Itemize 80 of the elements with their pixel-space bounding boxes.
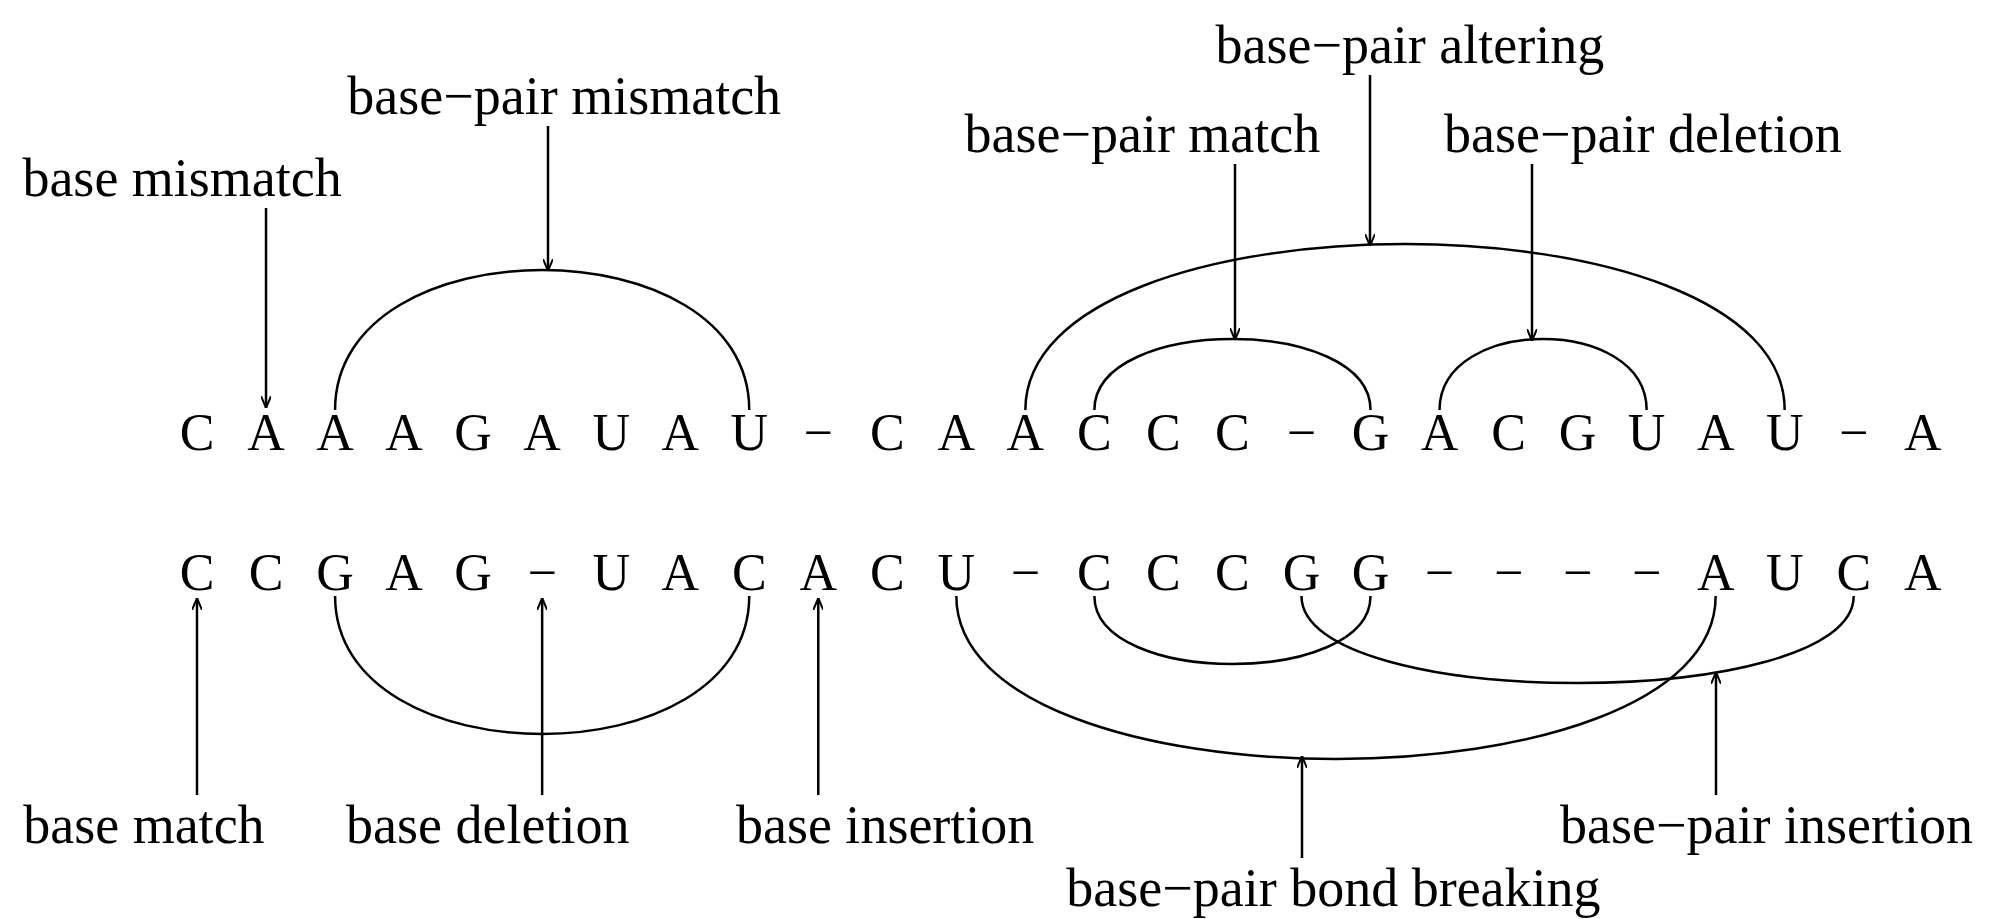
nucleotide-letter: C bbox=[1204, 550, 1261, 596]
arrow bbox=[191, 597, 203, 795]
base-pair-arc bbox=[333, 595, 751, 736]
arrow bbox=[812, 597, 825, 795]
nucleotide-letter: G bbox=[1342, 410, 1399, 456]
nucleotide-letter: C bbox=[1204, 410, 1261, 456]
nucleotide-letter: A bbox=[514, 410, 571, 456]
nucleotide-letter: A bbox=[1894, 410, 1951, 456]
nucleotide-letter: C bbox=[1480, 410, 1537, 456]
nucleotide-letter: A bbox=[1687, 410, 1744, 456]
nucleotide-letter: G bbox=[1549, 410, 1606, 456]
annotation-label: base mismatch bbox=[22, 150, 342, 206]
nucleotide-letter: C bbox=[859, 410, 916, 456]
nucleotide-letter: C bbox=[721, 550, 778, 596]
nucleotide-letter: G bbox=[445, 550, 502, 596]
arrow bbox=[1296, 755, 1308, 858]
nucleotide-letter: G bbox=[1273, 550, 1330, 596]
nucleotide-letter: − bbox=[1273, 410, 1330, 456]
nucleotide-letter: − bbox=[1549, 550, 1606, 596]
nucleotide-letter: U bbox=[1756, 410, 1813, 456]
nucleotide-letter: C bbox=[1825, 550, 1882, 596]
nucleotide-letter: U bbox=[1756, 550, 1813, 596]
nucleotide-letter: C bbox=[169, 410, 225, 456]
annotation-label: base−pair deletion bbox=[1444, 106, 1842, 162]
nucleotide-letter: − bbox=[1825, 410, 1882, 456]
arrow bbox=[1710, 671, 1722, 795]
annotation-label: base match bbox=[23, 797, 265, 853]
base-pair-arc bbox=[1093, 595, 1372, 666]
arrow bbox=[1229, 164, 1241, 341]
base-pair-arc bbox=[1300, 595, 1855, 685]
arrow bbox=[536, 597, 549, 795]
nucleotide-letter: A bbox=[652, 550, 709, 596]
nucleotide-letter: A bbox=[1411, 410, 1468, 456]
arrow bbox=[1526, 164, 1538, 342]
nucleotide-letter: G bbox=[1342, 550, 1399, 596]
nucleotide-letter: C bbox=[1135, 410, 1192, 456]
nucleotide-letter: C bbox=[169, 550, 225, 596]
annotation-label: base−pair match bbox=[964, 106, 1321, 162]
annotation-label: base−pair bond breaking bbox=[1066, 860, 1601, 916]
nucleotide-letter: U bbox=[928, 550, 985, 596]
arrow bbox=[260, 208, 273, 409]
nucleotide-letter: − bbox=[997, 550, 1054, 596]
annotation-label: base deletion bbox=[346, 797, 630, 853]
arrow bbox=[1364, 75, 1376, 247]
nucleotide-letter: C bbox=[1066, 410, 1123, 456]
base-pair-arc bbox=[1438, 337, 1648, 411]
nucleotide-letter: U bbox=[583, 410, 640, 456]
nucleotide-letter: U bbox=[721, 410, 778, 456]
nucleotide-letter: A bbox=[652, 410, 709, 456]
nucleotide-letter: C bbox=[1135, 550, 1192, 596]
nucleotide-letter: C bbox=[1066, 550, 1123, 596]
nucleotide-letter: U bbox=[1618, 410, 1675, 456]
nucleotide-letter: − bbox=[790, 410, 847, 456]
nucleotide-letter: C bbox=[238, 550, 294, 596]
annotation-label: base insertion bbox=[735, 797, 1035, 853]
nucleotide-letter: A bbox=[1687, 550, 1744, 596]
base-pair-arc bbox=[1093, 337, 1372, 411]
nucleotide-letter: U bbox=[583, 550, 640, 596]
nucleotide-letter: − bbox=[1480, 550, 1537, 596]
nucleotide-letter: A bbox=[997, 410, 1054, 456]
base-pair-arc bbox=[333, 268, 751, 411]
arrow bbox=[542, 126, 554, 272]
annotation-label: base−pair insertion bbox=[1560, 797, 1973, 853]
nucleotide-letter: A bbox=[376, 550, 433, 596]
nucleotide-letter: A bbox=[238, 410, 294, 456]
base-pair-arc bbox=[955, 595, 1717, 760]
nucleotide-letter: − bbox=[514, 550, 571, 596]
nucleotide-letter: G bbox=[445, 410, 502, 456]
nucleotide-letter: − bbox=[1411, 550, 1468, 596]
nucleotide-letter: A bbox=[790, 550, 847, 596]
nucleotide-letter: A bbox=[928, 410, 985, 456]
nucleotide-letter: A bbox=[1894, 550, 1951, 596]
annotation-label: base−pair altering bbox=[1215, 17, 1605, 73]
nucleotide-letter: − bbox=[1618, 550, 1675, 596]
nucleotide-letter: G bbox=[307, 550, 364, 596]
annotation-label: base−pair mismatch bbox=[347, 68, 782, 124]
nucleotide-letter: C bbox=[859, 550, 916, 596]
nucleotide-letter: A bbox=[376, 410, 433, 456]
base-pair-arc bbox=[1024, 243, 1786, 411]
nucleotide-letter: A bbox=[307, 410, 364, 456]
